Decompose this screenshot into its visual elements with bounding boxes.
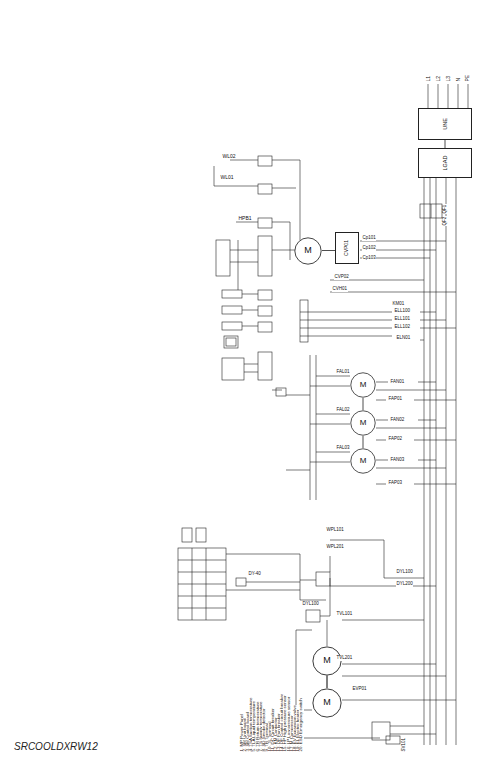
wire-label: WPL201 [326,545,344,550]
wire-label: Cp103 [362,256,376,261]
node-text-group: LGAD [442,156,448,171]
wire-label: FAN03 [390,458,405,463]
node-text-group: M [360,419,367,428]
motor-symbol: M [350,410,376,436]
motor-symbol: M [350,448,376,474]
wire-label: L3 [446,75,451,82]
motor-symbol: M [312,688,342,718]
wire-label: CVH01 [332,287,348,292]
wire-label: N [456,77,461,82]
wire-label: FAL01 [336,370,350,375]
wire-label: FAL02 [336,408,350,413]
wire-connector [445,140,446,148]
node-label: UNE [442,118,448,130]
node-label: CVP01 [344,240,350,256]
wire-label: DYL100 [302,602,319,607]
node-label: M [360,381,367,390]
wire-connector [363,398,364,410]
wire-label: FAN01 [390,380,405,385]
wire-label: TVL201 [336,656,353,661]
node-text-group: M [360,381,367,390]
wire-label: QF1 [443,204,448,214]
wire-label: WL02 [222,154,236,159]
node-text-group: UNE [442,118,448,130]
component-list-item: 20. ESD Emergency switch [299,698,304,752]
node-text-group: M [323,656,331,666]
wire-label: PE [465,74,470,82]
wire-label: KM01 [392,302,405,307]
wire-label: DY-40 [248,572,261,577]
wire-label: Cp102 [362,246,376,251]
drawing-code: SRCOOLDXRW12 [14,741,98,752]
wire-label: Cp101 [362,236,376,241]
wire-label: L2 [436,75,441,82]
node-label: M [360,419,367,428]
motor-symbol: M [294,237,322,265]
wire-label: SV101 [402,737,407,752]
wire-label: DYL200 [396,582,413,587]
terminal-box: UNE [418,108,472,140]
wire-label: FAP02 [388,437,403,442]
wire-label: HPB1 [238,216,252,221]
node-label: M [323,698,331,708]
wire-label: FAN02 [390,418,405,423]
wire-label: ELL102 [394,325,411,330]
wire-connector [327,676,328,688]
node-label: M [323,656,331,666]
wire-label: ELL100 [394,309,411,314]
wire-label: WL01 [220,175,234,180]
node-text-group: M [323,698,331,708]
wire-label: ELL101 [394,317,411,322]
wire-label: FAP03 [388,481,403,486]
wire-label: FAL03 [336,446,350,451]
node-label: M [304,246,312,256]
wire-label: EVP01 [352,687,367,692]
node-text-group: M [360,457,367,466]
wire-connector [363,436,364,448]
wire-label: WPL101 [326,528,344,533]
motor-symbol: M [350,372,376,398]
wire-label: CVP02 [334,275,349,280]
wire-label: TVL101 [336,612,353,617]
terminal-box: LGAD [418,148,472,178]
node-text-group: CVP01 [344,240,350,256]
wire-label: FAP01 [388,397,403,402]
wire-label: DYL100 [396,570,413,575]
wire-label: QF2 [443,216,448,226]
motor-symbol: M [312,646,342,676]
node-text-group: M [304,246,312,256]
wire-label: L1 [426,75,431,82]
wire-label: ELN01 [396,336,411,341]
wire-connector [322,250,335,251]
node-label: M [360,457,367,466]
node-label: LGAD [442,156,448,171]
terminal-box: CVP01 [335,232,359,264]
